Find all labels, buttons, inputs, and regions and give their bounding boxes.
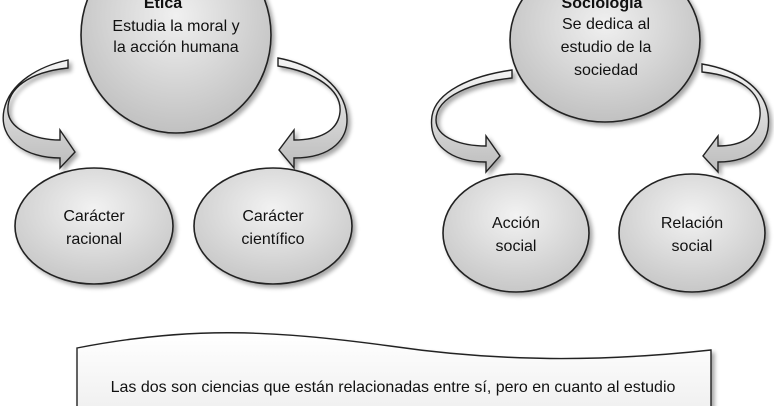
etica-group: Ética Estudia la moral y la acción human… — [2, 0, 353, 285]
etica-left-curved-arrow — [2, 59, 76, 170]
etica-desc-line-1: Estudia la moral y — [112, 18, 239, 35]
caracter-cientifico-line-2: científico — [241, 231, 304, 248]
etica-title: Ética — [144, 0, 182, 12]
note-banner: Las dos son ciencias que están relaciona… — [76, 332, 712, 411]
accion-social-line-2: social — [496, 238, 537, 255]
etica-desc-line-2: la acción humana — [113, 39, 239, 56]
sociologia-group: Sociología Se dedica al estudio de la so… — [430, 0, 770, 293]
note-text: Las dos son ciencias que están relaciona… — [111, 379, 676, 396]
accion-social-node — [442, 173, 590, 293]
caracter-cientifico-line-1: Carácter — [242, 208, 304, 225]
accion-social-line-1: Acción — [492, 215, 540, 232]
note-banner-shape — [76, 332, 712, 411]
sociologia-desc-line-2: estudio de la — [561, 39, 652, 56]
sociologia-desc-line-1: Se dedica al — [562, 16, 650, 33]
caracter-cientifico-node — [193, 167, 353, 285]
sociologia-desc-line-3: sociedad — [574, 62, 638, 79]
caracter-racional-node — [14, 167, 174, 285]
caracter-racional-line-2: racional — [66, 231, 122, 248]
relacion-social-line-2: social — [672, 238, 713, 255]
sociologia-right-curved-arrow — [701, 63, 770, 174]
sociologia-node — [509, 0, 701, 123]
sociologia-title: Sociología — [562, 0, 643, 12]
etica-node — [80, 0, 272, 134]
caracter-racional-line-1: Carácter — [63, 208, 125, 225]
relacion-social-node — [618, 173, 766, 293]
relacion-social-line-1: Relación — [661, 215, 723, 232]
sociologia-left-curved-arrow — [430, 69, 513, 174]
etica-right-curved-arrow — [277, 57, 348, 170]
